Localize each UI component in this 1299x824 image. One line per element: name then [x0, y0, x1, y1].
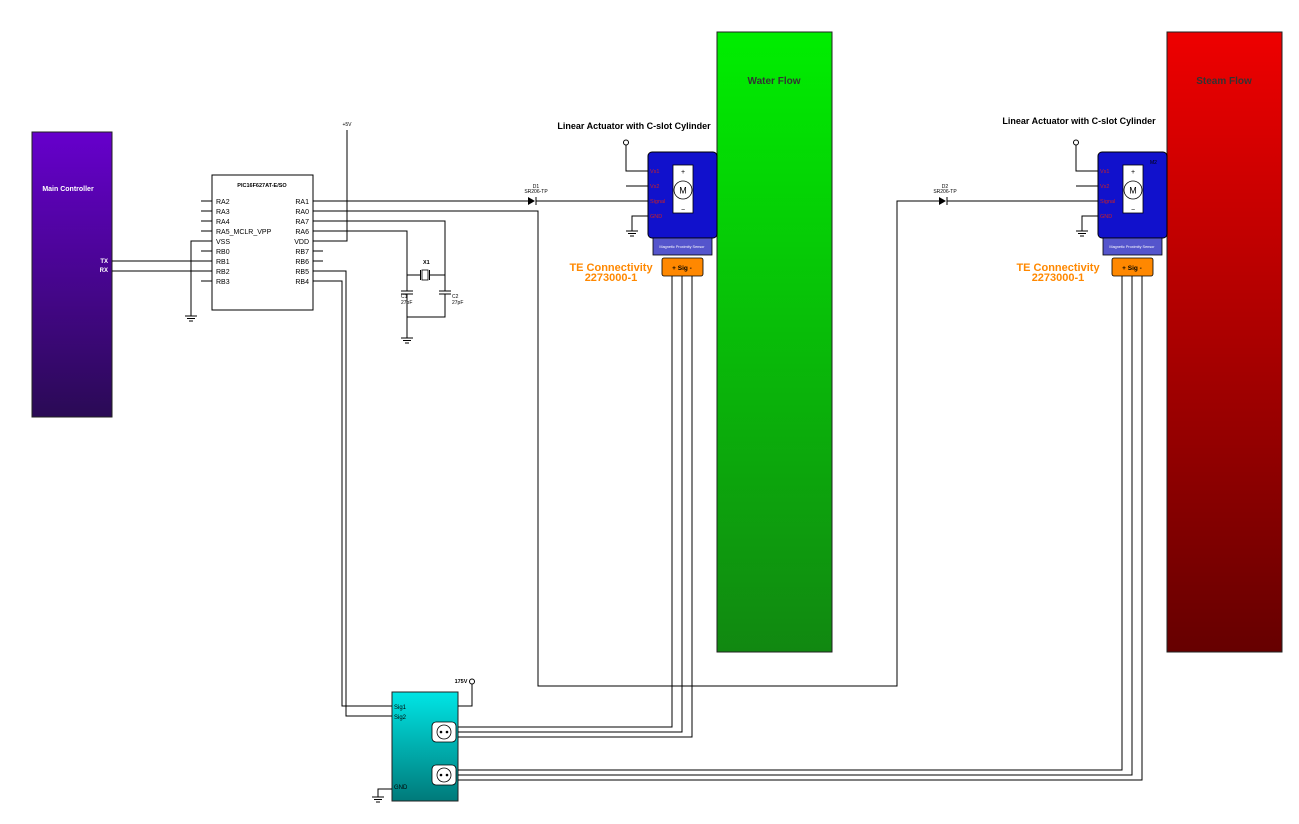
actuator-1-pin-gnd: GND: [650, 214, 662, 220]
water-flow-label: Water Flow: [748, 76, 801, 87]
mcu-right-pins: RA1 RA0 RA7 RA6 VDD RB7 RB6 RB5 RB4: [294, 199, 309, 286]
mcu-wiring: [112, 130, 348, 316]
tx-label: TX: [100, 259, 108, 265]
mcu-pin-rb4: RB4: [295, 279, 309, 286]
mcu-pin-rb6: RB6: [295, 259, 309, 266]
mcu-pin-rb5: RB5: [295, 269, 309, 276]
steam-flow-column: Steam Flow: [1166, 31, 1283, 653]
mcu-pin-ra5: RA5_MCLR_VPP: [216, 229, 272, 236]
svg-text:M: M: [679, 186, 687, 196]
d1-ref: D1: [533, 184, 540, 190]
driver-to-actuator-wires: [458, 276, 1143, 781]
actuator-2-pin-signal: Signal: [1100, 199, 1115, 205]
hv-supply-terminal: [469, 678, 475, 685]
rb-to-driver-wires: [313, 270, 392, 717]
main-controller-block: Main Controller TX RX: [31, 131, 113, 418]
c2-ref: C2: [452, 294, 459, 300]
mcu-pin-ra6: RA6: [295, 229, 309, 236]
svg-text:M: M: [1129, 186, 1137, 196]
d2-ref: D2: [942, 184, 949, 190]
main-controller-label: Main Controller: [42, 186, 94, 193]
hv-supply: 175V: [455, 678, 475, 707]
actuator-2-part: 2273000-1: [1032, 272, 1085, 284]
actuator-1-pin-vs1: Vs1: [650, 169, 659, 175]
driver-pin-sig1: Sig1: [394, 705, 407, 711]
driver-ground-symbol: [372, 788, 392, 803]
actuator-1-sensor-label: Magnetic Proximity Sensor: [659, 245, 705, 249]
actuator-2-ref: M2: [1150, 160, 1157, 166]
driver-module: Sig1 Sig2 GND: [391, 691, 459, 802]
mcu-left-pins: RA2 RA3 RA4 RA5_MCLR_VPP VSS RB0 RB1 RB2…: [216, 199, 272, 286]
crystal-x1: [421, 269, 429, 281]
actuator-2: Linear Actuator with C-slot Cylinder Mag…: [1002, 116, 1168, 284]
actuator-2-motor-icon: M + −: [1122, 164, 1144, 214]
mcu-pin-rb0: RB0: [216, 249, 230, 256]
driver-pin-sig2: Sig2: [394, 715, 407, 721]
actuator-2-supply-terminal: [1073, 139, 1079, 146]
actuator-2-pin-gnd: GND: [1100, 214, 1112, 220]
svg-text:+: +: [1131, 169, 1135, 176]
rx-label: RX: [100, 268, 108, 274]
actuator-1-pin-vs2: Vs2: [650, 184, 659, 190]
driver-pin-gnd: GND: [394, 785, 408, 791]
c1-ref: C1: [401, 294, 408, 300]
diode-d2: D2 SR206-TP: [933, 184, 1098, 205]
diode-d1: D1 SR206-TP: [313, 184, 648, 205]
actuator-1-pin-signal: Signal: [650, 199, 665, 205]
crystal-circuit: X1 C1 27pF C2 27pF: [313, 220, 463, 344]
actuator-1-title: Linear Actuator with C-slot Cylinder: [557, 121, 711, 131]
d1-part: SR206-TP: [524, 189, 548, 195]
actuator-2-mfr: TE Connectivity: [1016, 262, 1100, 274]
mcu-pin-rb1: RB1: [216, 259, 230, 266]
mcu-pin-ra3: RA3: [216, 209, 230, 216]
vcc-label: +5V: [342, 122, 352, 128]
actuator-1-connector-label: + Sig -: [672, 265, 692, 272]
hv-label: 175V: [455, 679, 468, 685]
driver-connector-1-icon: [431, 721, 457, 743]
mcu-chip: PIC16F627AT-E/SO RA2 RA3 RA4 RA5_MCLR_VP…: [211, 174, 314, 311]
crystal-ground-symbol: [401, 337, 413, 344]
mcu-pin-rb3: RB3: [216, 279, 230, 286]
actuator-2-connector-label: + Sig -: [1122, 265, 1142, 272]
mcu-part-label: PIC16F627AT-E/SO: [237, 183, 287, 189]
mcu-pin-ra7: RA7: [295, 219, 309, 226]
crystal-ref: X1: [423, 260, 430, 266]
mcu-pin-ra2: RA2: [216, 199, 230, 206]
c2-value: 27pF: [452, 300, 463, 306]
svg-text:−: −: [1131, 207, 1135, 214]
d2-part: SR206-TP: [933, 189, 957, 195]
driver-connector-2-icon: [431, 764, 457, 786]
svg-text:+: +: [681, 169, 685, 176]
c1-value: 27pF: [401, 300, 412, 306]
mcu-pin-vss: VSS: [216, 239, 230, 246]
ra0-route-wire: [313, 200, 939, 687]
mcu-pin-vdd: VDD: [294, 239, 309, 246]
mcu-pin-ra4: RA4: [216, 219, 230, 226]
actuator-1-part: 2273000-1: [585, 272, 638, 284]
actuator-2-title: Linear Actuator with C-slot Cylinder: [1002, 116, 1156, 126]
mcu-pin-rb2: RB2: [216, 269, 230, 276]
actuator-2-pin-vs2: Vs2: [1100, 184, 1109, 190]
mcu-pin-ra0: RA0: [295, 209, 309, 216]
svg-text:−: −: [681, 207, 685, 214]
actuator-2-pin-vs1: Vs1: [1100, 169, 1109, 175]
actuator-1-supply-terminal: [623, 139, 629, 146]
actuator-1-mfr: TE Connectivity: [569, 262, 653, 274]
mcu-pin-rb7: RB7: [295, 249, 309, 256]
mcu-pin-ra1: RA1: [295, 199, 309, 206]
actuator-1-motor-icon: M + −: [672, 164, 694, 214]
actuator-1: Linear Actuator with C-slot Cylinder Mag…: [557, 121, 718, 284]
actuator-2-sensor-label: Magnetic Proximity Sensor: [1109, 245, 1155, 249]
steam-flow-label: Steam Flow: [1196, 76, 1252, 87]
water-flow-column: Water Flow: [716, 31, 833, 653]
mcu-ground-symbol: [185, 315, 197, 322]
